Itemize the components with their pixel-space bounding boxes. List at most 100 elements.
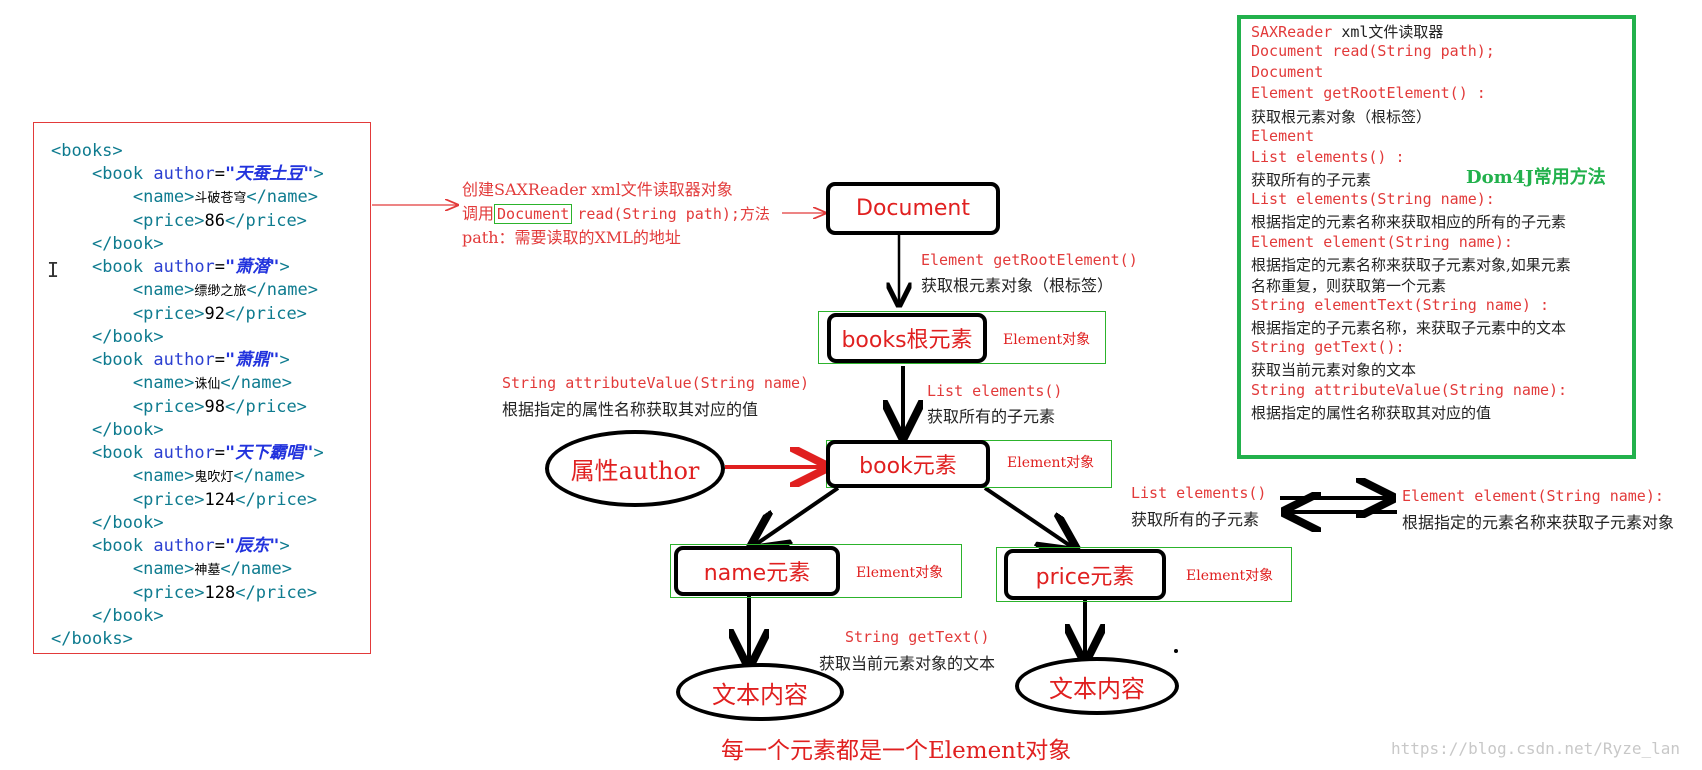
xml-name-open: <name>: [132, 559, 195, 579]
xml-name-value: 神墓: [194, 563, 221, 578]
xml-name-close: </name>: [220, 373, 292, 393]
xml-book-close: </book>: [91, 606, 164, 626]
node-attribute-author: 属性author: [545, 430, 725, 507]
attr-method-label: String attributeValue(String name): [502, 374, 810, 392]
xml-equals: =: [214, 257, 226, 277]
method-line: 根据指定的属性名称获取其对应的值: [1251, 403, 1492, 422]
side-element-desc: 根据指定的元素名称来获取子元素对象: [1402, 513, 1675, 532]
xml-gt: >: [313, 443, 324, 463]
xml-price-open: <price>: [132, 397, 205, 417]
xml-author-value: "萧潜": [225, 257, 280, 277]
xml-name-close: </name>: [246, 187, 318, 207]
node-text-content-2: 文本内容: [1015, 657, 1179, 715]
xml-price-value: 124: [204, 490, 236, 510]
xml-price-value: 128: [204, 583, 236, 603]
bottom-note: 每一个元素都是一个Element对象: [721, 738, 1072, 764]
xml-book-close: </book>: [91, 327, 164, 347]
method-line: Element element(String name):: [1251, 232, 1513, 251]
method-line: 根据指定的元素名称来获取子元素对象,如果元素: [1251, 255, 1571, 274]
side-element-label: Element element(String name):: [1402, 487, 1664, 505]
xml-price-close: </price>: [235, 490, 318, 510]
xml-price-close: </price>: [225, 304, 307, 324]
node-books-root: books根元素: [827, 313, 987, 363]
side-elements-label: List elements(): [1131, 484, 1267, 502]
call-suffix: read(String path);方法: [577, 205, 770, 223]
method-line: Document read(String path);: [1251, 42, 1495, 61]
xml-price-open: <price>: [132, 583, 205, 603]
xml-book-entry: <book author="萧潜"> <name>缥缈之旅</name> <pr…: [51, 257, 318, 347]
method-line: List elements() :: [1251, 147, 1405, 166]
method-line: SAXReader xml文件读取器: [1251, 23, 1444, 41]
xml-books-open: <books>: [51, 141, 123, 161]
xml-book-entry: <book author="萧鼎"> <name>诛仙</name> <pric…: [51, 350, 307, 440]
xml-name-open: <name>: [132, 466, 195, 486]
xml-price-open: <price>: [132, 211, 205, 231]
node-name: name元素: [674, 546, 840, 596]
xml-price-open: <price>: [132, 490, 205, 510]
xml-author-attr: author: [153, 536, 215, 556]
name-element-obj-label: Element对象: [856, 565, 944, 581]
xml-gt: >: [279, 257, 290, 277]
method-line: String getText():: [1251, 338, 1405, 357]
xml-equals: =: [214, 536, 226, 556]
xml-price-value: 98: [204, 397, 226, 417]
xml-price-close: </price>: [235, 583, 318, 603]
method-line: List elements(String name):: [1251, 190, 1495, 209]
xml-equals: =: [214, 350, 226, 370]
xml-name-open: <name>: [132, 187, 195, 207]
node-text-content-1: 文本内容: [676, 663, 844, 721]
xml-name-value: 鬼吹灯: [194, 470, 234, 485]
xml-book-entry: <book author="天蚕土豆"> <name>斗破苍穹</name> <…: [51, 164, 324, 254]
method-line: 名称重复，则获取第一个元素: [1251, 276, 1447, 295]
xml-gt: >: [279, 536, 290, 556]
arrow-book-to-name: [752, 486, 840, 547]
xml-gt: >: [279, 350, 290, 370]
xml-name-open: <name>: [132, 280, 195, 300]
root-method-desc: 获取根元素对象（根标签）: [921, 276, 1114, 295]
xml-book-open: <book: [91, 257, 154, 277]
node-document: Document: [826, 182, 1000, 235]
xml-price-value: 86: [204, 211, 226, 231]
method-line: Document: [1251, 63, 1324, 82]
xml-author-value: "天下霸唱": [225, 443, 314, 463]
xml-name-close: </name>: [233, 466, 305, 486]
xml-equals: =: [214, 443, 226, 463]
gettext-method-desc: 获取当前元素对象的文本: [819, 654, 996, 673]
books-element-frame: [818, 311, 1106, 364]
method-line: Element getRootElement() :: [1251, 84, 1486, 103]
text-cursor-icon: I: [47, 258, 60, 282]
elements-method-label: List elements(): [927, 382, 1063, 400]
xml-price-close: </price>: [225, 397, 307, 417]
xml-code: <books> <book author="天蚕土豆"> <name>斗破苍穹<…: [51, 140, 324, 651]
dom4j-methods-title: Dom4J常用方法: [1466, 167, 1606, 188]
xml-author-value: "辰东": [225, 536, 280, 556]
method-line: Element: [1251, 126, 1315, 145]
xml-author-value: "天蚕土豆": [225, 164, 314, 184]
xml-author-value: "萧鼎": [225, 350, 280, 370]
name-element-frame: [670, 544, 962, 598]
books-element-obj-label: Element对象: [1003, 332, 1091, 348]
create-reader-note: 创建SAXReader xml文件读取器对象: [462, 180, 733, 199]
xml-book-open: <book: [91, 443, 154, 463]
method-line: 获取所有的子元素: [1251, 171, 1372, 190]
gettext-method-label: String getText(): [845, 628, 990, 646]
method-line: 根据指定的子元素名称，来获取子元素中的文本: [1251, 319, 1567, 338]
xml-book-open: <book: [91, 350, 154, 370]
price-element-obj-label: Element对象: [1186, 568, 1274, 584]
xml-price-value: 92: [204, 304, 226, 324]
node-book: book元素: [826, 440, 990, 488]
xml-name-value: 缥缈之旅: [194, 284, 247, 299]
xml-gt: >: [313, 164, 324, 184]
method-line: 获取当前元素对象的文本: [1251, 361, 1417, 380]
xml-book-close: </book>: [91, 234, 164, 254]
elements-method-desc: 获取所有的子元素: [927, 407, 1056, 426]
xml-equals: =: [214, 164, 226, 184]
path-note: path：需要读取的XML的地址: [462, 228, 681, 247]
xml-name-value: 诛仙: [194, 377, 221, 392]
xml-book-open: <book: [91, 164, 154, 184]
side-elements-desc: 获取所有的子元素: [1131, 510, 1260, 529]
node-price: price元素: [1004, 549, 1166, 600]
